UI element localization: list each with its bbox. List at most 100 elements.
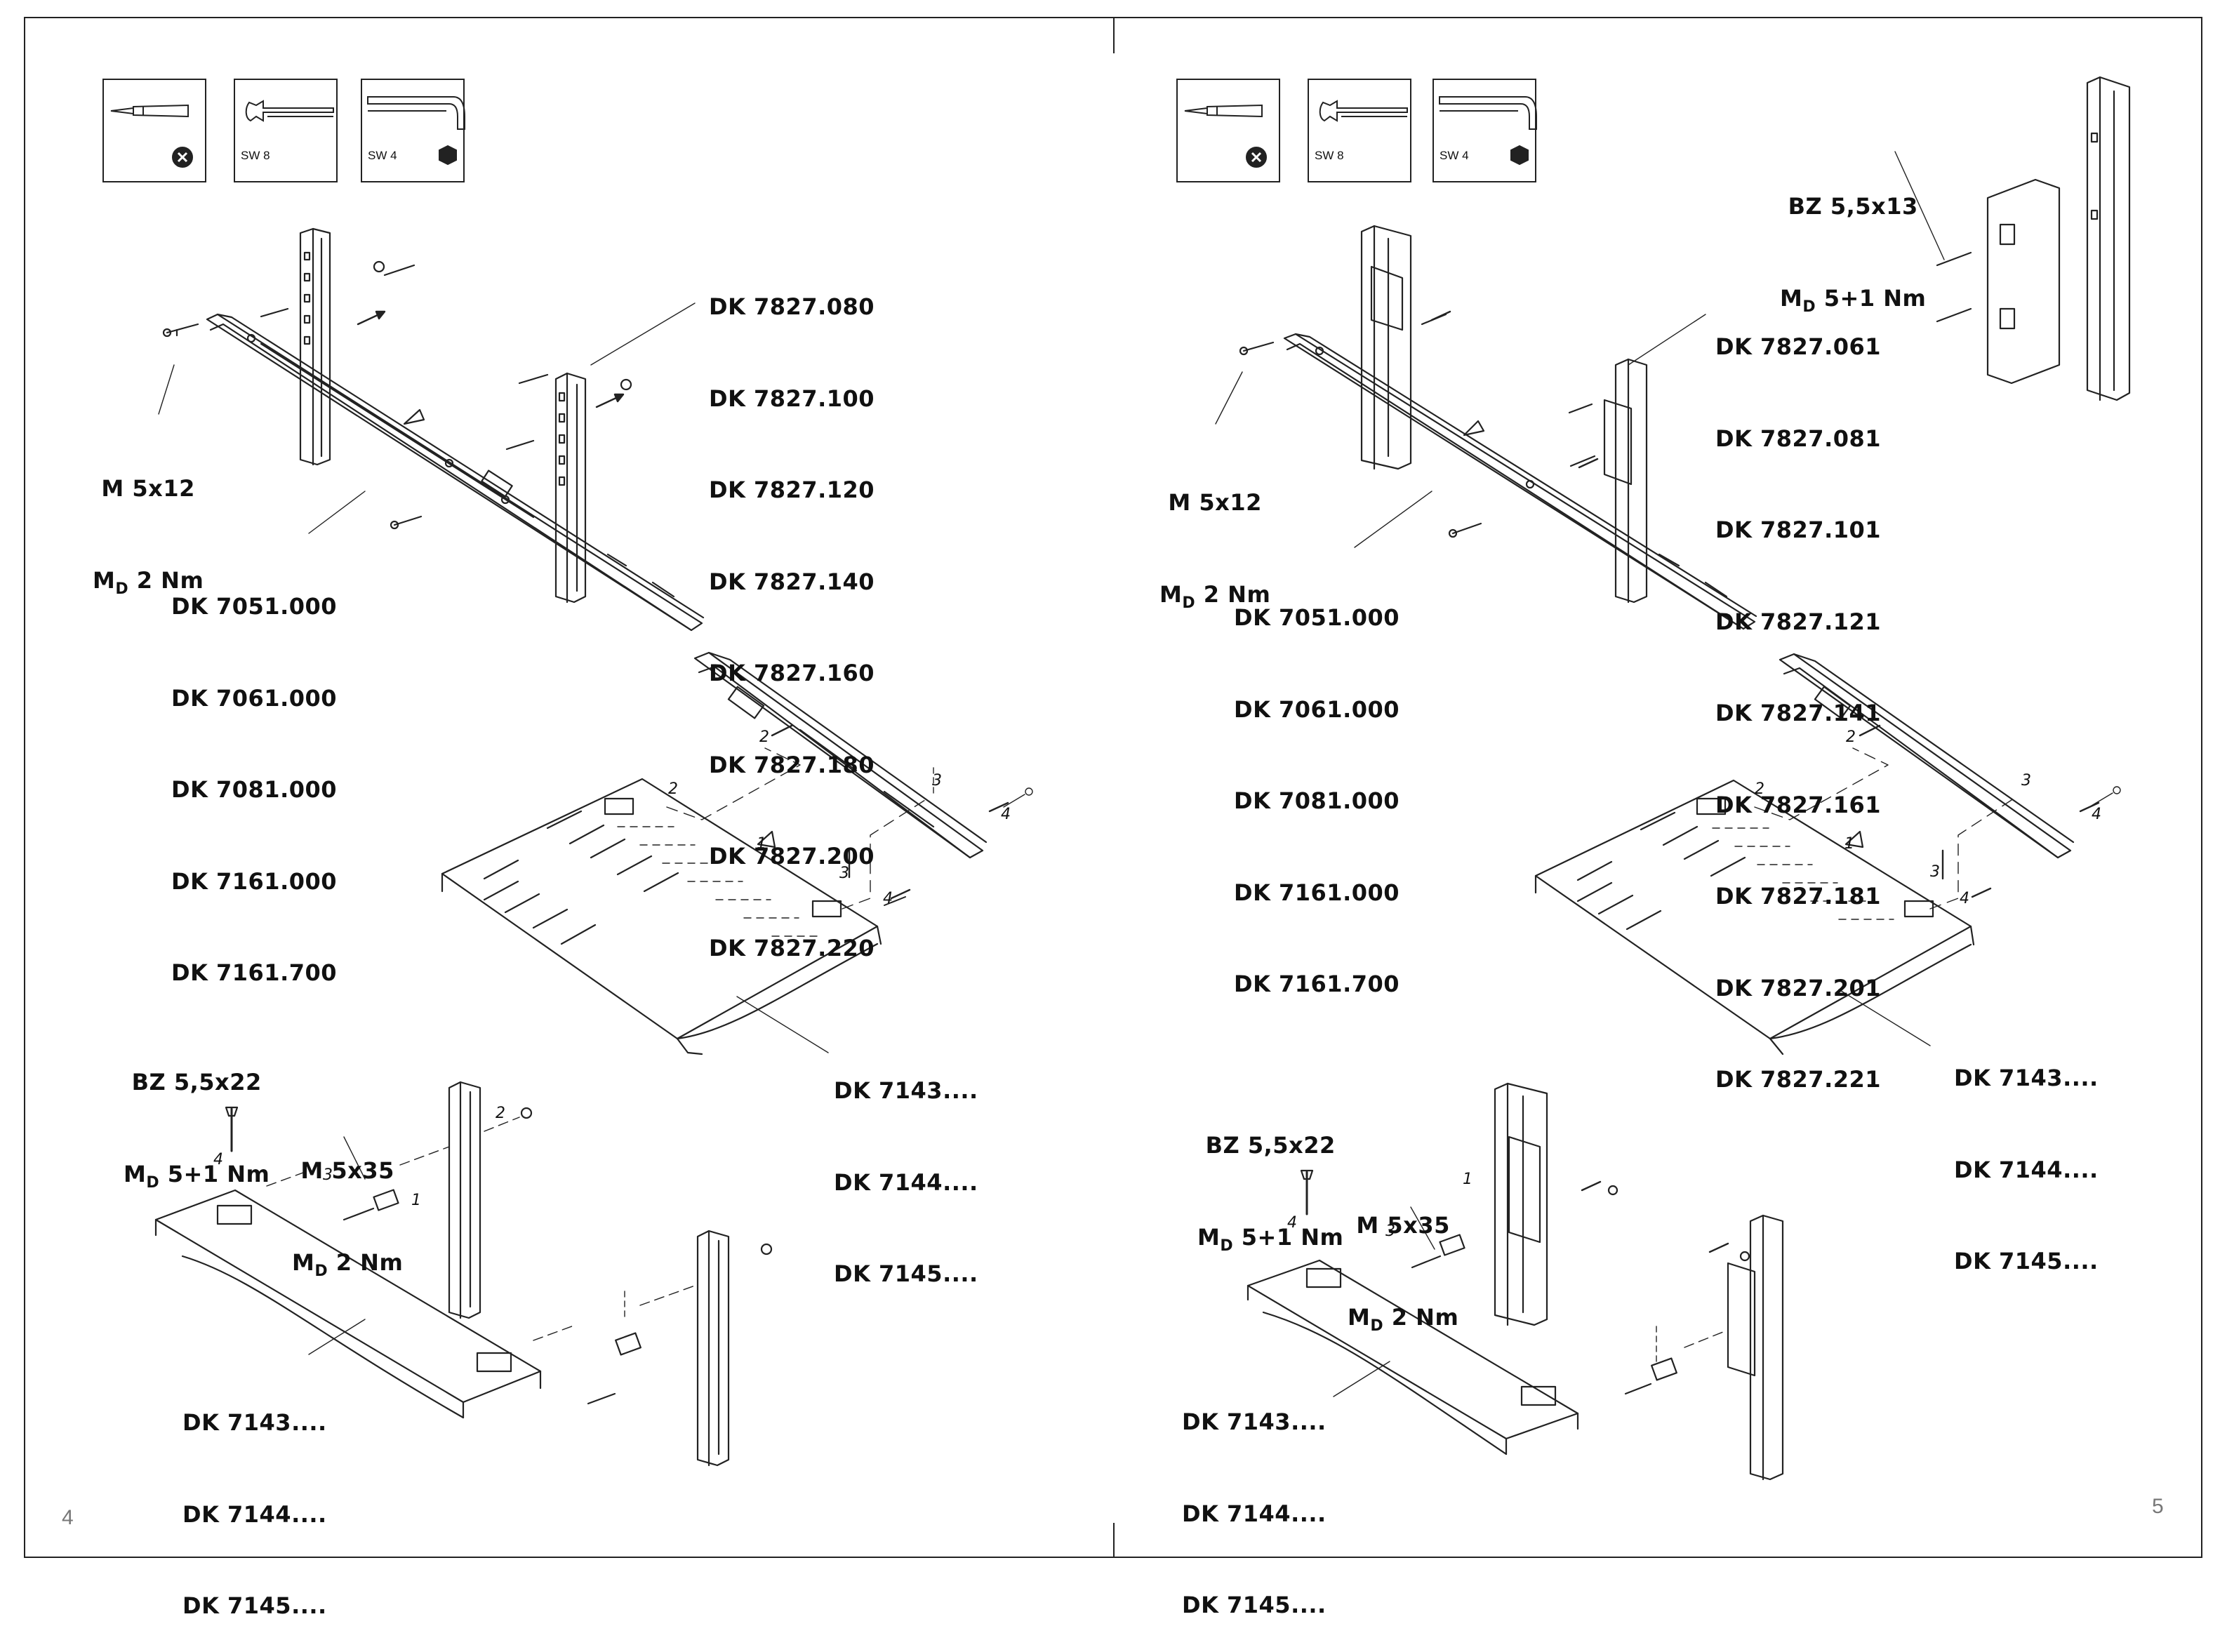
left-shelf-part-list: DK 7143.... DK 7144.... DK 7145....	[834, 1015, 978, 1320]
page-number-left: 4	[62, 1506, 74, 1529]
left-bolt-spec: BZ 5,5x22 MD 5+1 Nm	[124, 1006, 270, 1220]
left-bottom-shelf-part-list: DK 7143.... DK 7144.... DK 7145....	[182, 1347, 327, 1652]
left-middle-shelf	[441, 778, 882, 1055]
right-upper-screws	[1239, 313, 1596, 538]
part-number: DK 7081.000	[171, 776, 338, 803]
wrench-size-label: SW 8	[241, 149, 270, 162]
step-number: 2	[496, 1105, 505, 1122]
step-arrows	[357, 310, 2100, 1253]
part-number: DK 7145....	[834, 1260, 978, 1287]
right-direction-arrow	[1463, 420, 1485, 437]
part-number: DK 7161.700	[171, 959, 338, 986]
step-number: 1	[1463, 1171, 1473, 1188]
part-number: DK 7827.201	[1715, 974, 1882, 1001]
part-number: DK 7061.000	[1234, 695, 1400, 723]
left-rear-upright	[299, 227, 331, 466]
part-number: DK 7144....	[1182, 1500, 1327, 1527]
step-number: 3	[932, 772, 942, 790]
direction-arrow	[403, 408, 425, 425]
part-number: DK 7827.061	[1715, 333, 1882, 360]
part-number: DK 7161.000	[171, 867, 338, 895]
leader-bottom-shelf	[308, 1319, 366, 1355]
step-number: 2	[668, 780, 678, 798]
leader-screw	[158, 364, 175, 415]
part-number: DK 7081.000	[1234, 787, 1400, 814]
step-number: 3	[1385, 1223, 1395, 1240]
right-middle-slide	[1779, 653, 2075, 859]
part-number: DK 7144....	[1954, 1156, 2099, 1183]
step-number: 4	[1001, 806, 1011, 823]
right-bracket-bolt-spec: BZ 5,5x13 MD 5+1 Nm	[1780, 131, 1926, 345]
hex-key-icon	[1439, 96, 1537, 166]
right-long-screw-spec: M 5x35 MD 2 Nm	[1348, 1150, 1458, 1364]
right-bottom-shelf-part-list: DK 7143.... DK 7144.... DK 7145....	[1182, 1346, 1327, 1651]
part-number: DK 7827.121	[1715, 608, 1882, 635]
part-number: DK 7827.221	[1715, 1066, 1882, 1093]
left-bottom-shelf	[154, 1189, 542, 1419]
part-number: DK 7827.081	[1715, 425, 1882, 452]
left-middle-slide	[693, 651, 988, 859]
right-leader-long-screw	[1410, 1206, 1435, 1250]
right-rear-upright	[1360, 225, 1412, 470]
right-rail-part-list: DK 7827.061 DK 7827.081 DK 7827.101 DK 7…	[1715, 271, 1881, 1126]
left-bottom-fasteners	[225, 1106, 773, 1405]
right-bottom-shelf	[1247, 1259, 1579, 1456]
part-number: DK 7827.100	[709, 385, 875, 412]
right-screw-spec: M 5x12 MD 2 Nm	[1159, 427, 1270, 641]
tool-wrench-left: SW 8	[234, 79, 338, 182]
leader-rail	[590, 302, 696, 366]
right-middle-shelf	[1534, 779, 1975, 1055]
bolt-size: BZ 5,5x22	[1205, 1132, 1336, 1159]
part-number: DK 7827.101	[1715, 517, 1882, 543]
tool-wrench-right: SW 8	[1308, 79, 1411, 182]
screw-size: M 5x12	[101, 475, 195, 502]
screw-size: M 5x12	[1168, 489, 1262, 516]
bolt-size: BZ 5,5x22	[131, 1069, 262, 1095]
step-number: 4	[213, 1151, 223, 1168]
left-middle-direction-arrow	[757, 830, 776, 848]
right-leader-screw	[1215, 371, 1243, 425]
spine-line-top	[1113, 17, 1115, 53]
right-top-upright	[1936, 76, 2131, 401]
wrench-icon	[1319, 100, 1408, 122]
long-screw-size: M 5x35	[300, 1157, 394, 1184]
step-number: 1	[411, 1192, 421, 1209]
part-number: DK 7051.000	[171, 593, 338, 620]
part-number: DK 7827.220	[709, 934, 875, 961]
step-number: 4	[1287, 1214, 1297, 1232]
part-number: DK 7061.000	[171, 684, 338, 712]
left-upper-screws	[162, 260, 632, 530]
part-number: DK 7827.181	[1715, 883, 1882, 910]
left-rail-part-list: DK 7827.080 DK 7827.100 DK 7827.120 DK 7…	[709, 231, 875, 994]
leader-middle-shelf	[736, 996, 829, 1053]
right-leader-bracket-bolt	[1894, 151, 1945, 260]
hex-key-icon	[367, 96, 465, 166]
long-screw-size: M 5x35	[1356, 1212, 1450, 1239]
right-bolt-spec: BZ 5,5x22 MD 5+1 Nm	[1197, 1070, 1343, 1284]
page-number-right: 5	[2152, 1495, 2164, 1518]
right-leader-rail	[1628, 314, 1706, 366]
long-screw-torque: MD 2 Nm	[292, 1248, 404, 1280]
right-leader-bottom-shelf	[1333, 1361, 1390, 1397]
left-bottom-uprights	[448, 1081, 730, 1467]
part-number: DK 7827.180	[709, 751, 875, 778]
part-number: DK 7827.200	[709, 843, 875, 870]
right-upper-slide	[1283, 333, 1757, 630]
part-number: DK 7161.000	[1234, 879, 1400, 906]
part-number: DK 7827.140	[709, 568, 875, 595]
step-number: 1	[1844, 835, 1854, 853]
tool-hex-key-left: SW 4	[361, 79, 465, 182]
left-long-screw-spec: M 5x35 MD 2 Nm	[292, 1095, 403, 1309]
part-number: DK 7143....	[834, 1077, 978, 1104]
tool-hex-key-right: SW 4	[1432, 79, 1537, 182]
left-middle-assembly-lines	[666, 747, 1033, 910]
part-number: DK 7827.080	[709, 293, 875, 320]
wrench-icon	[245, 100, 334, 122]
bolt-torque: MD 5+1 Nm	[1197, 1223, 1344, 1255]
part-number: DK 7143....	[182, 1409, 327, 1436]
part-number: DK 7145....	[1954, 1248, 2099, 1274]
screw-torque: MD 2 Nm	[93, 566, 204, 598]
right-slide-part-list: DK 7051.000 DK 7061.000 DK 7081.000 DK 7…	[1234, 542, 1400, 1030]
left-upper-slide	[206, 313, 705, 632]
tool-screwdriver-left	[102, 79, 206, 182]
